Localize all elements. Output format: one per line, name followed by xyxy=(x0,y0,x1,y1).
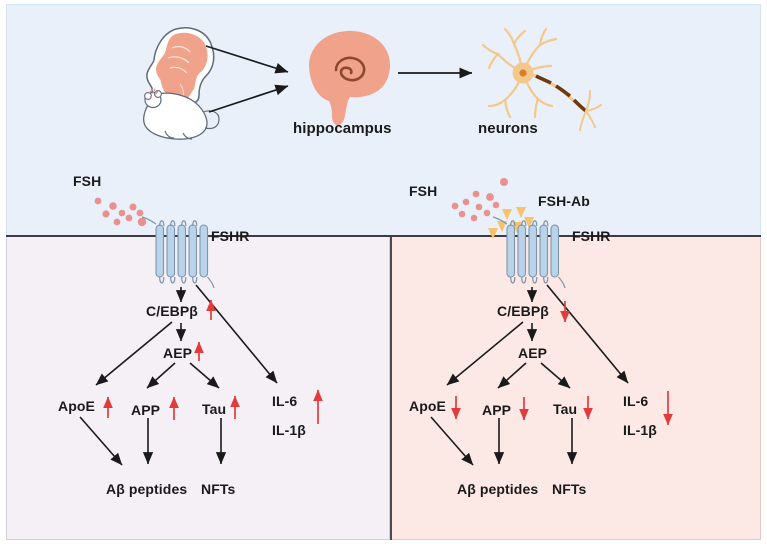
fshr-label-left: FSHR xyxy=(211,228,250,244)
node-il1b-right: IL-1β xyxy=(623,422,657,438)
node-tau-left: Tau xyxy=(202,401,227,417)
fsh-ab-label: FSH-Ab xyxy=(538,193,590,209)
node-app-right: APP xyxy=(482,402,512,418)
node-nfts-left: NFTs xyxy=(201,481,236,497)
bottom-left-panel xyxy=(6,236,390,540)
node-nfts-right: NFTs xyxy=(552,481,587,497)
neurons-label: neurons xyxy=(478,120,538,137)
node-aep-left: AEP xyxy=(163,345,193,361)
node-il6-right: IL-6 xyxy=(623,393,649,409)
node-tau-right: Tau xyxy=(553,401,578,417)
fsh-label-left: FSH xyxy=(73,173,102,189)
node-cebpb-left: C/EBPβ xyxy=(146,303,198,319)
node-abeta-left: Aβ peptides xyxy=(106,481,188,497)
node-il6-left: IL-6 xyxy=(272,393,298,409)
node-app-left: APP xyxy=(131,402,161,418)
node-il1b-left: IL-1β xyxy=(272,422,306,438)
panel-divider xyxy=(390,237,392,540)
node-aep-right: AEP xyxy=(518,345,548,361)
fshr-label-right: FSHR xyxy=(572,228,611,244)
node-apoe-left: ApoE xyxy=(58,398,95,414)
node-cebpb-right: C/EBPβ xyxy=(497,303,549,319)
fsh-label-right: FSH xyxy=(409,183,438,199)
node-abeta-right: Aβ peptides xyxy=(457,481,539,497)
cell-membrane-line xyxy=(6,235,761,237)
hippocampus-label: hippocampus xyxy=(293,120,392,137)
node-apoe-right: ApoE xyxy=(409,398,446,414)
